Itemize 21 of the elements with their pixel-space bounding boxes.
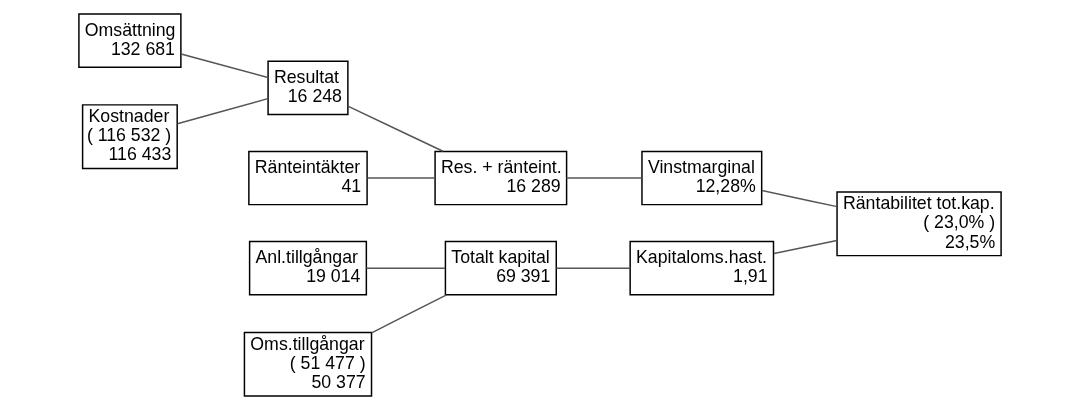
node-box: Oms.tillgångar ( 51 477 ) 50 377 [243, 331, 373, 397]
node-box: Räntabilitet tot.kap. ( 23,0% ) 23,5% [836, 191, 1002, 257]
node-box: Resultat 16 248 [267, 60, 349, 116]
connector [761, 189, 838, 208]
connector [565, 177, 643, 179]
node-box: Kapitaloms.hast. 1,91 [629, 240, 775, 296]
node-box: Omsättning 132 681 [78, 13, 182, 68]
connector [366, 177, 436, 179]
connector [176, 97, 269, 125]
connector [347, 105, 444, 152]
node-box: Res. + ränteint. 16 289 [434, 150, 568, 206]
node-box: Kostnader ( 116 532 ) 116 433 [81, 104, 178, 170]
node-box: Ränteintäkter 41 [248, 150, 368, 206]
connector [773, 239, 838, 255]
connector [555, 267, 631, 269]
connector [365, 267, 446, 269]
node-box: Anl.tillgångar 19 014 [248, 240, 368, 296]
connector [180, 53, 269, 79]
node-box: Vinstmarginal 12,28% [641, 150, 763, 206]
connector [370, 294, 448, 334]
node-box: Totalt kapital 69 391 [444, 240, 557, 296]
